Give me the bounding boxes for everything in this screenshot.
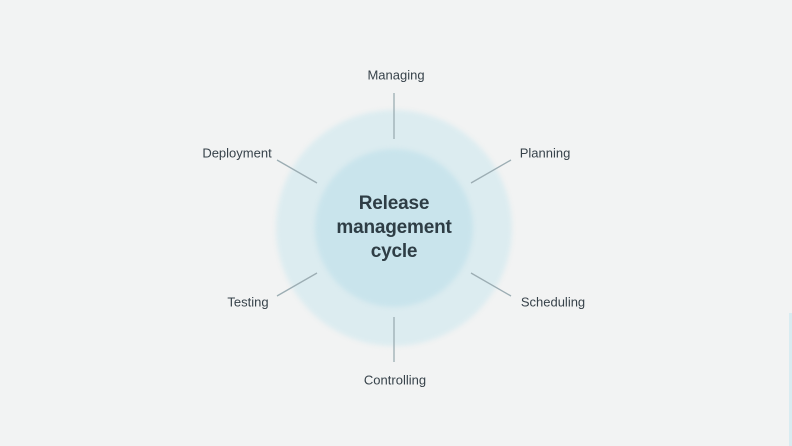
node-label-controlling: Controlling xyxy=(363,372,427,388)
inner-circle xyxy=(315,149,473,307)
diagram-center-title: Release management cycle xyxy=(336,192,451,264)
node-label-deployment: Deployment xyxy=(202,145,272,161)
node-label-testing: Testing xyxy=(227,294,269,310)
center-title-line-2: management xyxy=(336,217,452,238)
node-label-planning: Planning xyxy=(519,145,571,161)
center-title-line-1: Release xyxy=(358,193,430,214)
center-title-line-3: cycle xyxy=(370,241,418,262)
node-label-scheduling: Scheduling xyxy=(520,294,586,310)
right-edge-sliver xyxy=(789,313,792,446)
node-label-managing: Managing xyxy=(367,67,425,83)
